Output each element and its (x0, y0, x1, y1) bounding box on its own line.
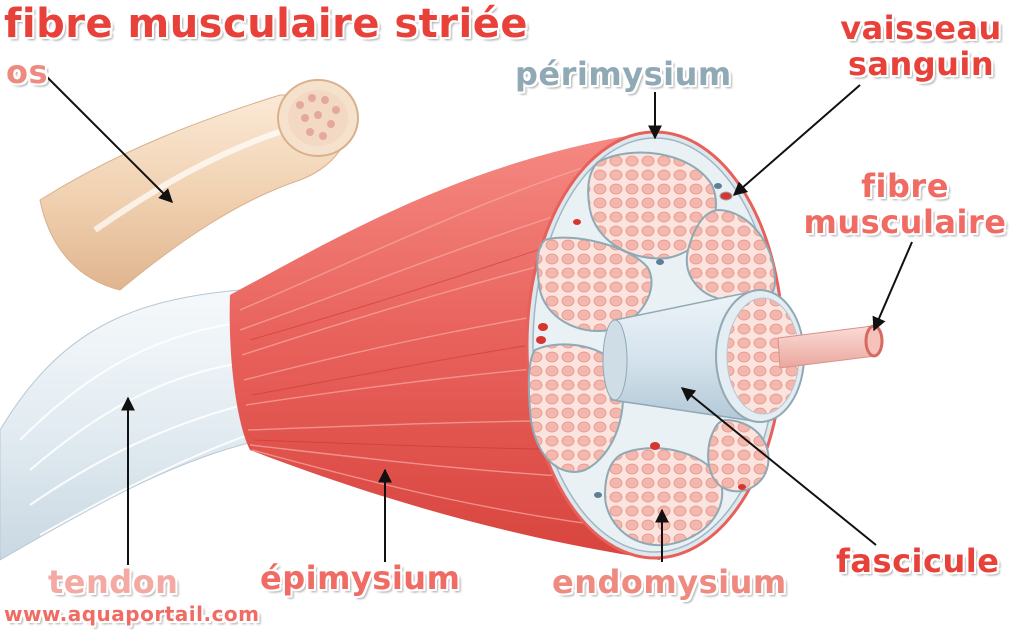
blood-vessels (536, 183, 746, 498)
bone (39, 79, 359, 291)
label-fibre-line1: fibre (861, 167, 949, 205)
label-vaisseau-line1: vaisseau (840, 9, 1002, 47)
arrow-fascicule (680, 387, 877, 546)
fascicle-cylinder (602, 289, 805, 423)
label-fibre-line2: musculaire (803, 203, 1007, 241)
muscle-cross-section (525, 130, 884, 560)
leader-arrows (41, 71, 913, 565)
label-tendon: tendon (48, 563, 179, 601)
label-vaisseau-line2: sanguin (847, 45, 995, 83)
label-fascicule: fascicule (836, 542, 1000, 580)
arrow-fibre (872, 241, 913, 332)
label-os: os (6, 53, 49, 91)
diagram-title: fibre musculaire striée (4, 1, 528, 47)
label-epimysium: épimysium (260, 559, 461, 597)
label-endomysium: endomysium (552, 563, 787, 601)
tendon (0, 289, 271, 561)
fascicles (527, 151, 777, 547)
watermark: www.aquaportail.com (4, 602, 260, 626)
arrow-os (41, 71, 173, 203)
label-perimysium: périmysium (515, 55, 732, 93)
arrow-vaisseau (732, 84, 861, 196)
